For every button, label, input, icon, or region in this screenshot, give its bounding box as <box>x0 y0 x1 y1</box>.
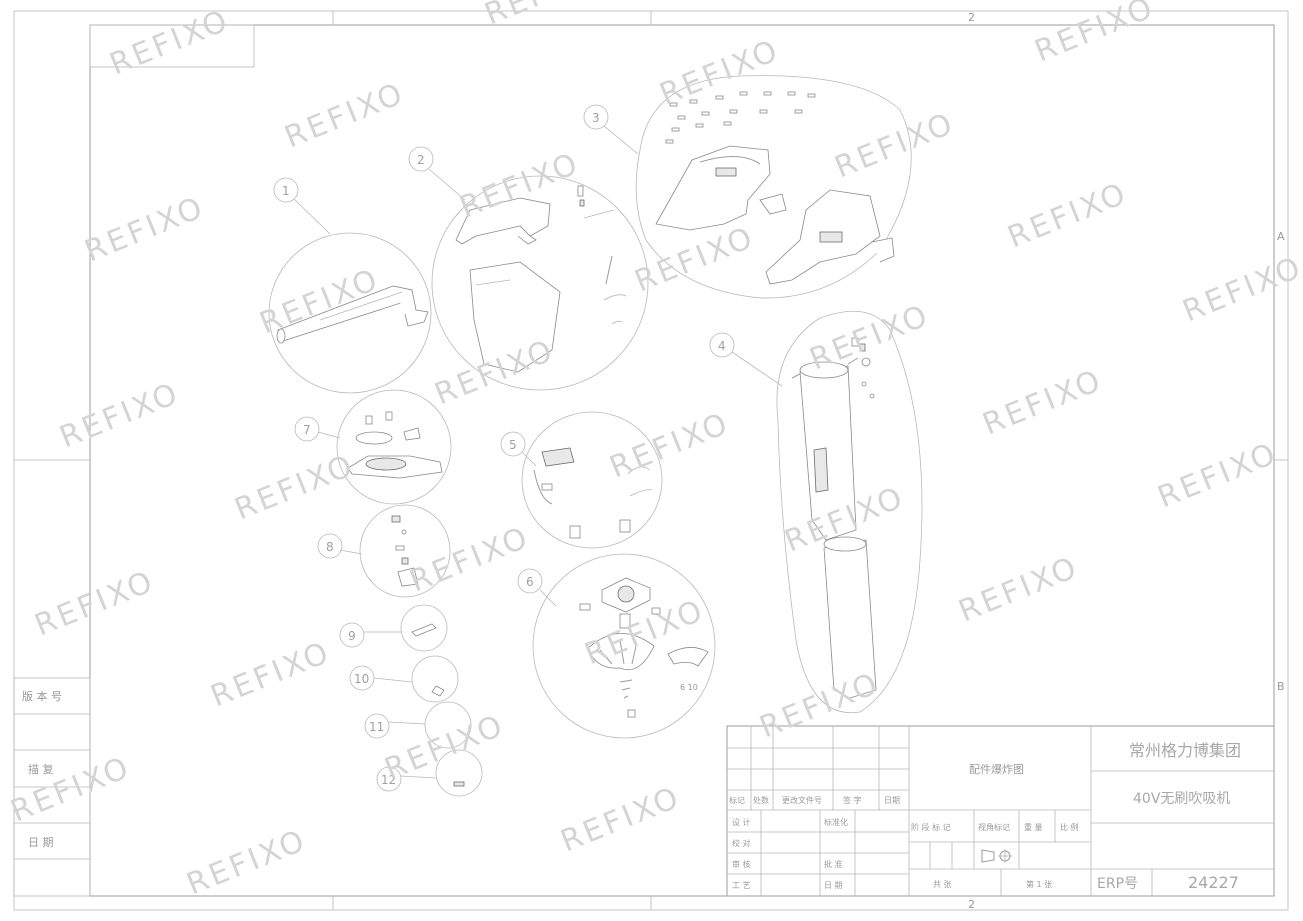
callout-11: 11 <box>369 720 384 734</box>
part-group-2 <box>408 146 649 391</box>
erp-label: ERP号 <box>1097 876 1138 892</box>
watermark: REFIXO <box>655 33 785 113</box>
zone-label-bottom: 2 <box>968 898 975 911</box>
part-group-5 <box>500 411 663 549</box>
callout-2: 2 <box>417 153 425 167</box>
callout-8: 8 <box>326 540 334 554</box>
callout-4: 4 <box>718 339 726 353</box>
watermark-layer: REFIXO REFIXO REFIXO REFIXO REFIXO REFIX… <box>6 0 1303 902</box>
erp-number: 24227 <box>1188 873 1239 892</box>
watermark: REFIXO <box>830 106 960 186</box>
rev-header-sign: 签 字 <box>843 795 862 805</box>
watermark: REFIXO <box>805 298 935 378</box>
watermark: REFIXO <box>480 0 610 32</box>
rev-header-date: 日期 <box>884 796 900 805</box>
watermark: REFIXO <box>1003 176 1133 256</box>
version-label: 版 本 号 <box>22 689 62 703</box>
watermark: REFIXO <box>80 190 210 270</box>
view-mark: 视角标记 <box>978 822 1010 832</box>
watermark: REFIXO <box>380 708 510 788</box>
sheet-number: 第 1 张 <box>1026 879 1052 889</box>
watermark: REFIXO <box>1030 0 1160 69</box>
part-group-6: 6 10 <box>517 553 716 739</box>
part-group-11 <box>364 701 472 749</box>
stage-mark: 阶 段 标 记 <box>911 822 951 832</box>
rev-header-mark: 标记 <box>729 795 745 805</box>
watermark: REFIXO <box>978 363 1108 443</box>
watermark: REFIXO <box>1153 436 1283 516</box>
callout-12: 12 <box>381 773 396 787</box>
company-name: 常州格力博集团 <box>1129 741 1241 760</box>
callout-5: 5 <box>509 438 517 452</box>
product-name: 40V无刷吹吸机 <box>1133 791 1230 807</box>
row-standard: 标准化 <box>824 817 848 827</box>
part-group-8 <box>317 504 451 598</box>
callout-6: 6 <box>526 575 534 589</box>
watermark: REFIXO <box>605 406 735 486</box>
watermark: REFIXO <box>556 780 686 860</box>
scale-label: 比 例 <box>1060 822 1079 832</box>
row-approve: 批 准 <box>824 859 843 869</box>
callout-3: 3 <box>592 111 600 125</box>
projection-symbol-icon <box>981 849 1012 863</box>
zone-label-b: B <box>1277 680 1285 693</box>
zone-label-top: 2 <box>968 11 975 24</box>
part-group-1 <box>268 177 432 394</box>
watermark: REFIXO <box>755 666 885 746</box>
rev-header-count: 处数 <box>753 795 769 805</box>
row-date: 日 期 <box>824 881 843 890</box>
watermark: REFIXO <box>30 564 160 644</box>
row-design: 设 计 <box>732 817 751 827</box>
part-group-12 <box>376 749 483 797</box>
zone-label-a: A <box>1277 230 1285 243</box>
weight-label: 重 量 <box>1024 822 1043 832</box>
total-sheets: 共 张 <box>933 880 952 889</box>
part-group-4 <box>709 310 923 714</box>
title-block: 标记 处数 更改文件号 签 字 日期 设 计 校 对 审 核 工 艺 标准化 批… <box>726 725 1275 897</box>
row-check: 校 对 <box>732 838 751 848</box>
left-revision-strip: 版 本 号 描 复 日 期 <box>13 677 91 897</box>
watermark: REFIXO <box>280 76 410 156</box>
part6-note: 6 10 <box>680 683 698 692</box>
watermark: REFIXO <box>1178 250 1303 330</box>
part-group-9 <box>339 604 448 652</box>
drawing-title: 配件爆炸图 <box>969 762 1024 776</box>
watermark: REFIXO <box>405 520 535 600</box>
top-left-box <box>89 24 255 68</box>
watermark: REFIXO <box>55 376 185 456</box>
inner-border <box>89 24 1275 897</box>
watermark: REFIXO <box>230 448 360 528</box>
callout-10: 10 <box>354 672 369 686</box>
watermark: REFIXO <box>954 550 1084 630</box>
callout-7: 7 <box>303 423 311 437</box>
callout-labels: 1 2 3 4 5 6 7 8 9 10 11 12 <box>282 111 726 787</box>
callout-9: 9 <box>348 629 356 643</box>
row-process: 工 艺 <box>732 881 751 890</box>
part-group-10 <box>349 655 459 703</box>
rev-header-file: 更改文件号 <box>782 795 822 805</box>
part-group-7 <box>294 389 452 505</box>
row-review: 审 核 <box>732 859 751 869</box>
watermark: REFIXO <box>6 750 136 830</box>
draw-label: 描 复 <box>28 762 54 776</box>
part-group-3 <box>583 75 912 299</box>
watermark: REFIXO <box>630 220 760 300</box>
date-label: 日 期 <box>28 836 54 849</box>
callout-1: 1 <box>282 184 290 198</box>
watermark: REFIXO <box>206 635 336 715</box>
watermark: REFIXO <box>182 823 312 903</box>
watermark: REFIXO <box>105 3 235 83</box>
